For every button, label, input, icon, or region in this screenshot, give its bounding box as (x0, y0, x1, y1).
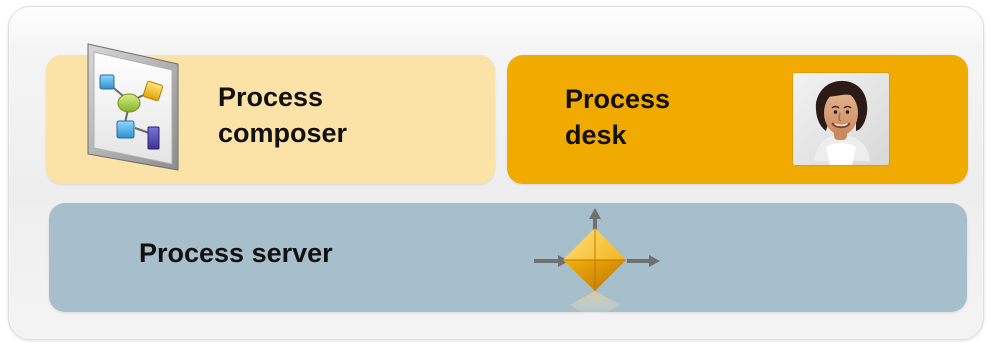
process-desk-panel (507, 55, 968, 184)
process-server-label: Process server (139, 238, 333, 268)
process-desk-label: Process desk (565, 84, 671, 150)
gateway-diamond-icon (534, 208, 660, 320)
process-server-panel (49, 203, 967, 312)
process-flow-icon (87, 43, 179, 171)
process-composer-label: Process composer (218, 82, 348, 148)
user-avatar (793, 73, 889, 165)
